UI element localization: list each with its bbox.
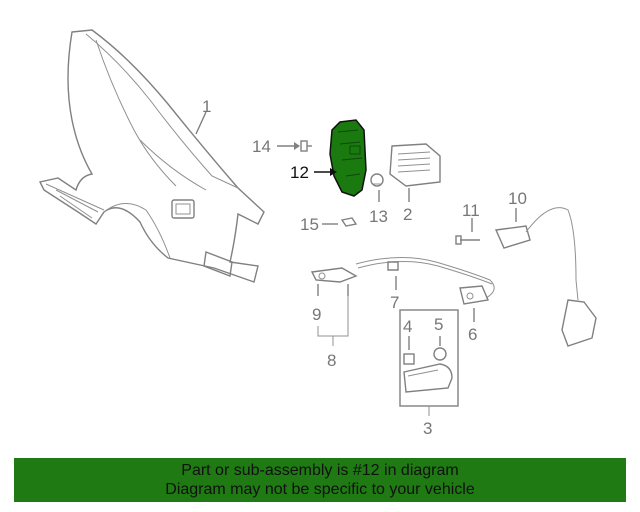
arrow-12 <box>330 168 337 176</box>
info-banner: Part or sub-assembly is #12 in diagram D… <box>14 458 626 502</box>
cable-clip-part-7[interactable] <box>387 261 399 271</box>
label-part-2: 2 <box>403 205 412 224</box>
vent-grille-part-2[interactable] <box>389 143 441 187</box>
hinge-part-4[interactable] <box>403 353 415 365</box>
banner-line-disclaimer: Diagram may not be specific to your vehi… <box>165 481 475 498</box>
banner-line-part-reference: Part or sub-assembly is #12 in diagram <box>181 462 459 479</box>
label-part-12: 12 <box>290 163 309 182</box>
label-part-13: 13 <box>369 207 388 226</box>
label-part-4: 4 <box>403 317 412 336</box>
fuel-door-latch-part-6[interactable] <box>459 285 489 305</box>
bolt-part-11[interactable] <box>455 235 480 245</box>
leader-1 <box>195 111 207 135</box>
fuel-door-part-3[interactable] <box>403 363 453 393</box>
release-handle-part-10[interactable] <box>494 207 597 347</box>
bumper-part-5[interactable] <box>433 347 447 361</box>
label-part-11: 11 <box>462 201 480 220</box>
clip-part-13[interactable] <box>370 173 384 187</box>
label-part-6: 6 <box>468 325 477 344</box>
label-part-3: 3 <box>423 419 432 438</box>
label-part-15: 15 <box>300 215 319 234</box>
label-part-14: 14 <box>252 137 271 156</box>
label-part-1: 1 <box>202 97 211 116</box>
parts-diagram: 1 14 12 2 13 15 11 <box>38 29 597 438</box>
label-part-9: 9 <box>312 305 321 324</box>
bracket-8 <box>317 296 349 337</box>
label-part-7: 7 <box>390 293 399 312</box>
cable-bracket-part-9[interactable] <box>310 267 358 283</box>
arrow-14 <box>294 142 300 150</box>
quarter-panel-part-1[interactable] <box>38 29 265 283</box>
label-part-10: 10 <box>508 189 527 208</box>
fuel-door-housing-part-12[interactable] <box>329 119 367 197</box>
release-cable[interactable] <box>355 257 495 299</box>
label-part-8: 8 <box>327 351 336 370</box>
seal-part-15[interactable] <box>340 217 358 227</box>
label-part-5: 5 <box>434 315 443 334</box>
screw-part-14[interactable] <box>300 140 312 152</box>
